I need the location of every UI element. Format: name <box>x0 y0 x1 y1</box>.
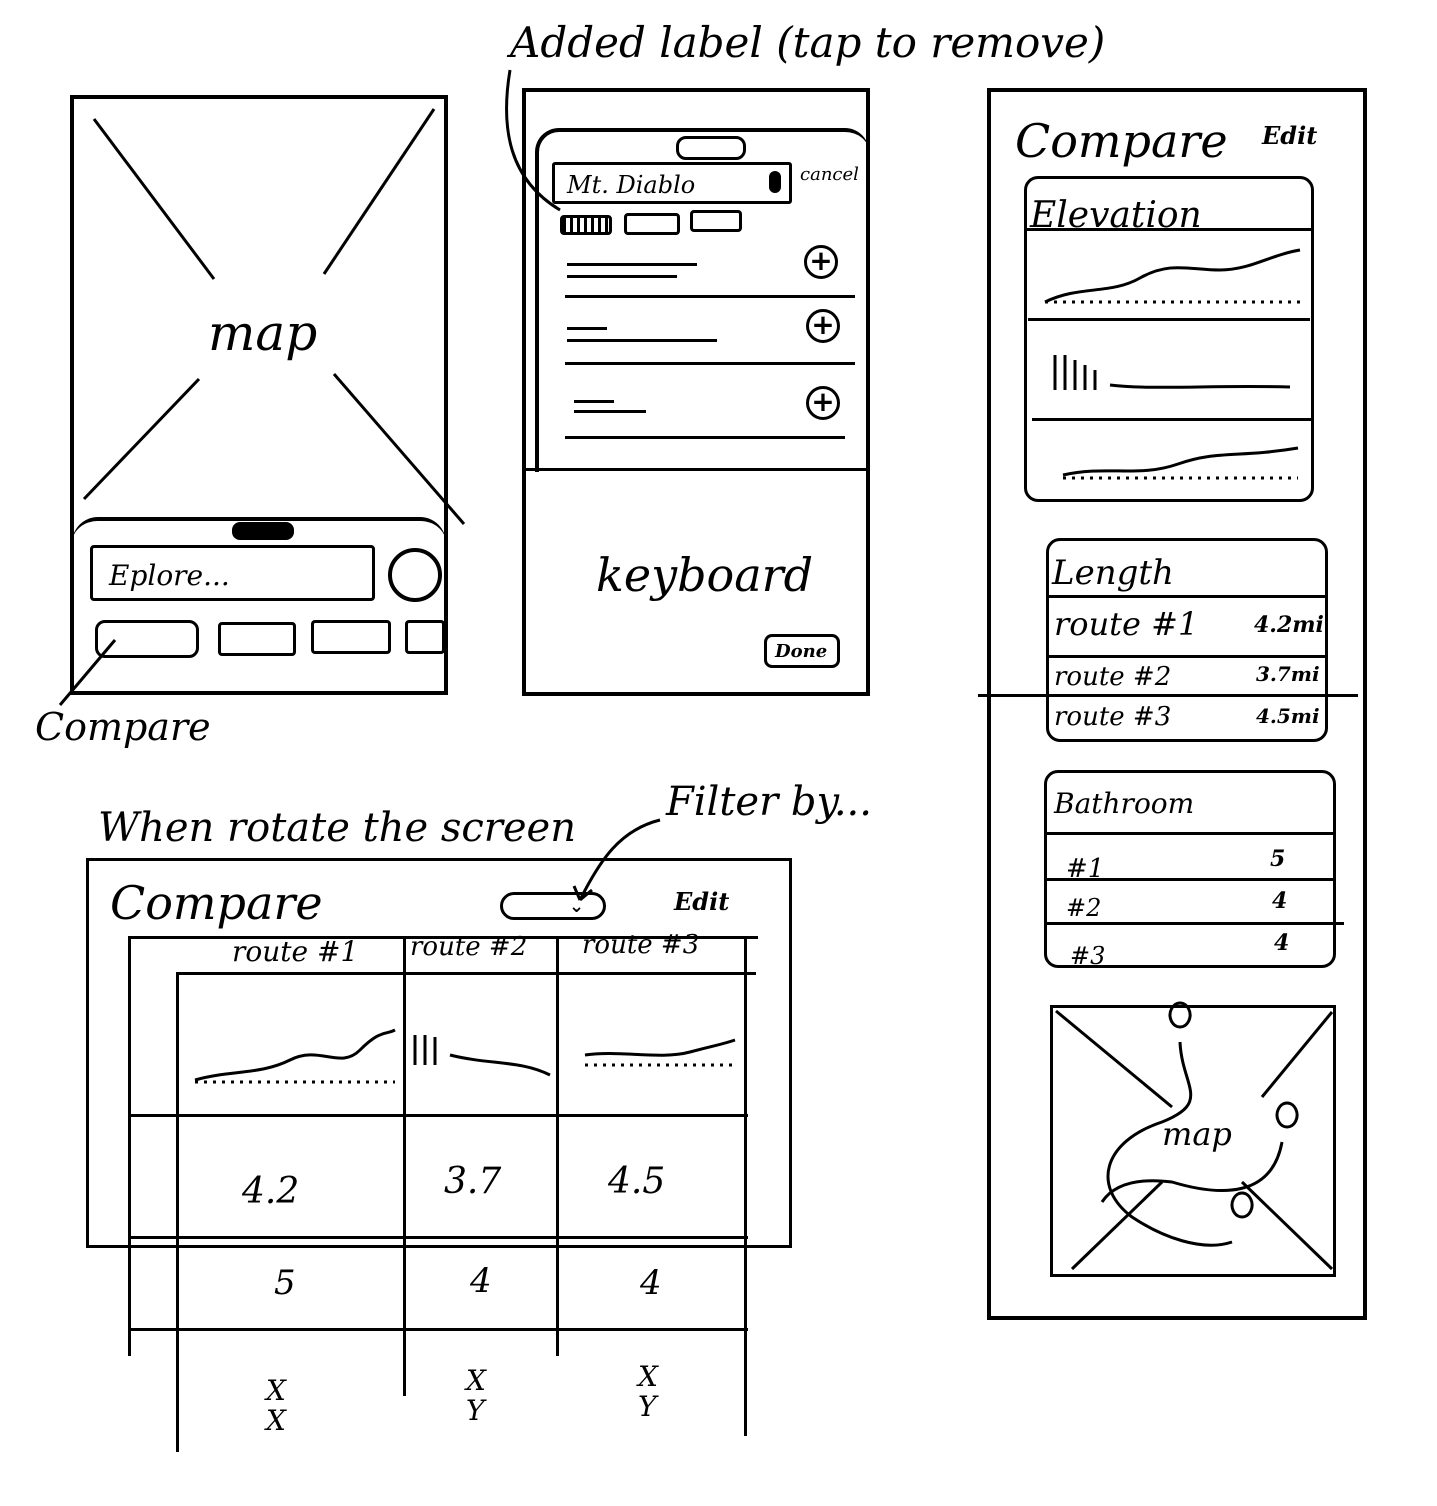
keyboard-label: keyboard <box>596 548 814 602</box>
result-row-3[interactable]: + <box>562 380 852 430</box>
filter-chip-2[interactable] <box>218 622 296 656</box>
elevation-profile-1 <box>1044 248 1301 304</box>
bathroom-row-2-route: #2 <box>1066 894 1102 922</box>
chevron-down-icon: ⌄ <box>569 896 585 917</box>
elevation-divider-1 <box>1028 318 1310 321</box>
done-button[interactable]: Done <box>764 634 840 668</box>
add-result-1-icon[interactable]: + <box>804 245 838 279</box>
add-result-3-icon[interactable]: + <box>806 386 840 420</box>
filter-chip-3[interactable] <box>311 620 391 654</box>
length-row-2-value: 3.7mi <box>1256 662 1320 686</box>
result-divider-3 <box>565 436 845 439</box>
bathroom-row-3-value: 4 <box>1274 930 1290 956</box>
label-chip-2[interactable] <box>624 213 680 235</box>
bathroom-row-1-route: #1 <box>1066 854 1105 884</box>
result-row-1[interactable]: + <box>562 245 852 295</box>
elevation-profile-3 <box>1062 446 1299 480</box>
elevation-profile-2 <box>1053 355 1291 390</box>
sketch-compare-portrait <box>987 88 1367 1320</box>
compare-map-label: map <box>1162 1115 1232 1153</box>
landscape-elevation-profile-3 <box>584 1038 736 1067</box>
search-sheet-grabber[interactable] <box>676 136 746 160</box>
compare-button[interactable] <box>95 620 199 658</box>
length-heading-divider <box>1048 595 1326 598</box>
sketch-search-screen <box>522 88 870 696</box>
bathroom-divider-1 <box>1046 878 1334 881</box>
landscape-elevation-profile-2 <box>413 1035 551 1077</box>
map-label: map <box>208 304 318 362</box>
length-route-1-cell: 4.2 <box>242 1171 300 1212</box>
result-divider-1 <box>565 295 855 298</box>
column-header-route-2: route #2 <box>410 932 528 962</box>
add-result-2-icon[interactable]: + <box>806 309 840 343</box>
compare-map-box <box>1050 1005 1336 1277</box>
sketch-compare-landscape <box>86 858 792 1248</box>
compare-map-routes <box>1055 1001 1334 1271</box>
result-row-2[interactable]: + <box>562 305 852 355</box>
length-card <box>1046 538 1328 742</box>
last-row-route-1-cell: X X <box>266 1374 286 1437</box>
bathroom-row-2-value: 4 <box>1272 888 1288 914</box>
result-divider-2 <box>565 362 855 365</box>
search-sheet <box>535 128 869 472</box>
length-row-3-value: 4.5mi <box>1256 704 1320 728</box>
sketch-map-screen <box>70 95 448 695</box>
landscape-edit-button[interactable]: Edit <box>674 887 730 916</box>
added-label-chip[interactable] <box>560 215 612 235</box>
added-label-annotation: Added label (tap to remove) <box>510 18 1106 67</box>
length-heading: Length <box>1052 553 1174 593</box>
bottom-sheet <box>72 517 446 696</box>
length-row-2-route: route #2 <box>1054 662 1172 692</box>
last-row-route-3-cell: X Y <box>638 1360 658 1423</box>
length-row-1-route: route #1 <box>1054 605 1199 643</box>
filter-chip-4[interactable] <box>405 620 445 654</box>
search-input[interactable]: Mt. Diablo <box>552 162 792 204</box>
bathroom-divider-2 <box>1046 922 1344 925</box>
column-header-route-1: route #1 <box>232 935 359 968</box>
elevation-heading-divider <box>1026 228 1312 231</box>
bathroom-route-2-cell: 4 <box>470 1261 492 1301</box>
landscape-compare-title: Compare <box>110 876 323 930</box>
bathroom-heading-divider <box>1046 832 1334 835</box>
compare-arrow <box>58 639 117 706</box>
length-row-1-value: 4.2mi <box>1254 612 1324 638</box>
search-input-text: Mt. Diablo <box>567 171 696 199</box>
explore-search-text: Eplore... <box>109 559 230 592</box>
added-label-arrow <box>505 69 561 212</box>
bathroom-row-3-route: #3 <box>1070 942 1106 970</box>
landscape-elevation-profile-1 <box>194 1028 396 1084</box>
bathroom-route-3-cell: 4 <box>640 1263 662 1303</box>
rotate-annotation: When rotate the screen <box>98 805 576 851</box>
bathroom-card <box>1044 770 1336 968</box>
compare-annotation: Compare <box>35 705 211 749</box>
keyboard-top-edge <box>522 468 870 471</box>
edit-button[interactable]: Edit <box>1262 121 1318 150</box>
cancel-button[interactable]: cancel <box>800 164 859 185</box>
elevation-card <box>1024 176 1314 502</box>
mic-icon[interactable] <box>769 171 781 193</box>
compare-title: Compare <box>1015 114 1228 168</box>
filter-annotation: Filter by... <box>666 779 872 825</box>
elevation-heading: Elevation <box>1030 195 1202 236</box>
profile-circle-button[interactable] <box>388 548 442 602</box>
comparison-table <box>128 936 758 1452</box>
label-chip-3[interactable] <box>690 210 742 232</box>
map-placeholder-cross <box>82 108 466 525</box>
bathroom-row-1-value: 5 <box>1270 846 1286 872</box>
length-divider-1 <box>1048 655 1326 658</box>
sheet-grabber[interactable] <box>232 522 294 540</box>
page-fold-line <box>978 694 1358 697</box>
last-row-route-2-cell: X Y <box>466 1364 486 1427</box>
length-route-3-cell: 4.5 <box>608 1161 666 1202</box>
filter-dropdown[interactable]: ⌄ <box>500 892 606 920</box>
done-button-label: Done <box>775 641 828 662</box>
length-row-3-route: route #3 <box>1054 702 1172 732</box>
column-header-route-3: route #3 <box>582 930 700 960</box>
elevation-divider-2 <box>1032 418 1312 421</box>
explore-search-input[interactable]: Eplore... <box>90 545 375 601</box>
bathroom-route-1-cell: 5 <box>274 1263 296 1303</box>
length-route-2-cell: 3.7 <box>444 1161 502 1202</box>
bathroom-heading: Bathroom <box>1054 787 1195 820</box>
